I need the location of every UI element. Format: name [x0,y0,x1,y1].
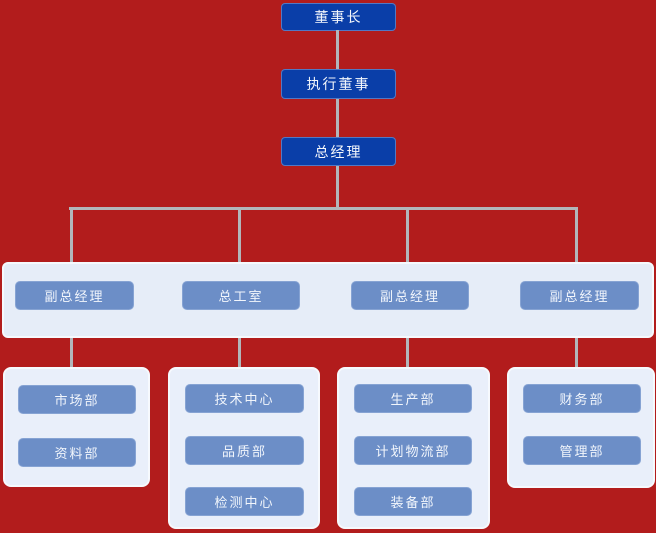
connector-chairman-to-director [336,30,339,69]
node-management-dept: 管理部 [523,436,641,465]
connector-band-to-group-2 [238,338,241,368]
connector-director-to-gm [336,99,339,137]
connector-gm-to-branch [336,166,339,210]
connector-band-to-group-1 [70,338,73,368]
node-executive-director: 执行董事 [281,69,396,99]
connector-rail-to-band-3 [406,207,409,262]
node-planning-logistics-dept: 计划物流部 [354,436,472,465]
department-group-4: 财务部 管理部 [507,367,655,488]
node-data-dept: 资料部 [18,438,136,467]
connector-band-to-group-4 [575,338,578,368]
department-group-1: 市场部 资料部 [3,367,150,487]
node-quality-dept: 品质部 [185,436,304,465]
node-testing-center: 检测中心 [185,487,304,516]
connector-rail-to-band-2 [238,207,241,262]
connector-band-to-group-3 [406,338,409,368]
connector-rail-to-band-4 [575,207,578,262]
node-marketing-dept: 市场部 [18,385,136,414]
node-deputy-gm-2: 副总经理 [351,281,469,310]
node-equipment-dept: 装备部 [354,487,472,516]
node-chief-engineer-office: 总工室 [182,281,300,310]
connector-branch-rail [69,207,578,210]
node-chairman: 董事长 [281,3,396,31]
node-deputy-gm-3: 副总经理 [520,281,639,310]
node-general-manager: 总经理 [281,137,396,166]
node-deputy-gm-1: 副总经理 [15,281,134,310]
node-production-dept: 生产部 [354,384,472,413]
department-group-2: 技术中心 品质部 检测中心 [168,367,320,529]
node-technical-center: 技术中心 [185,384,304,413]
department-group-3: 生产部 计划物流部 装备部 [337,367,490,529]
node-finance-dept: 财务部 [523,384,641,413]
executive-band: 副总经理 总工室 副总经理 副总经理 [2,262,654,338]
connector-rail-to-band-1 [70,207,73,262]
